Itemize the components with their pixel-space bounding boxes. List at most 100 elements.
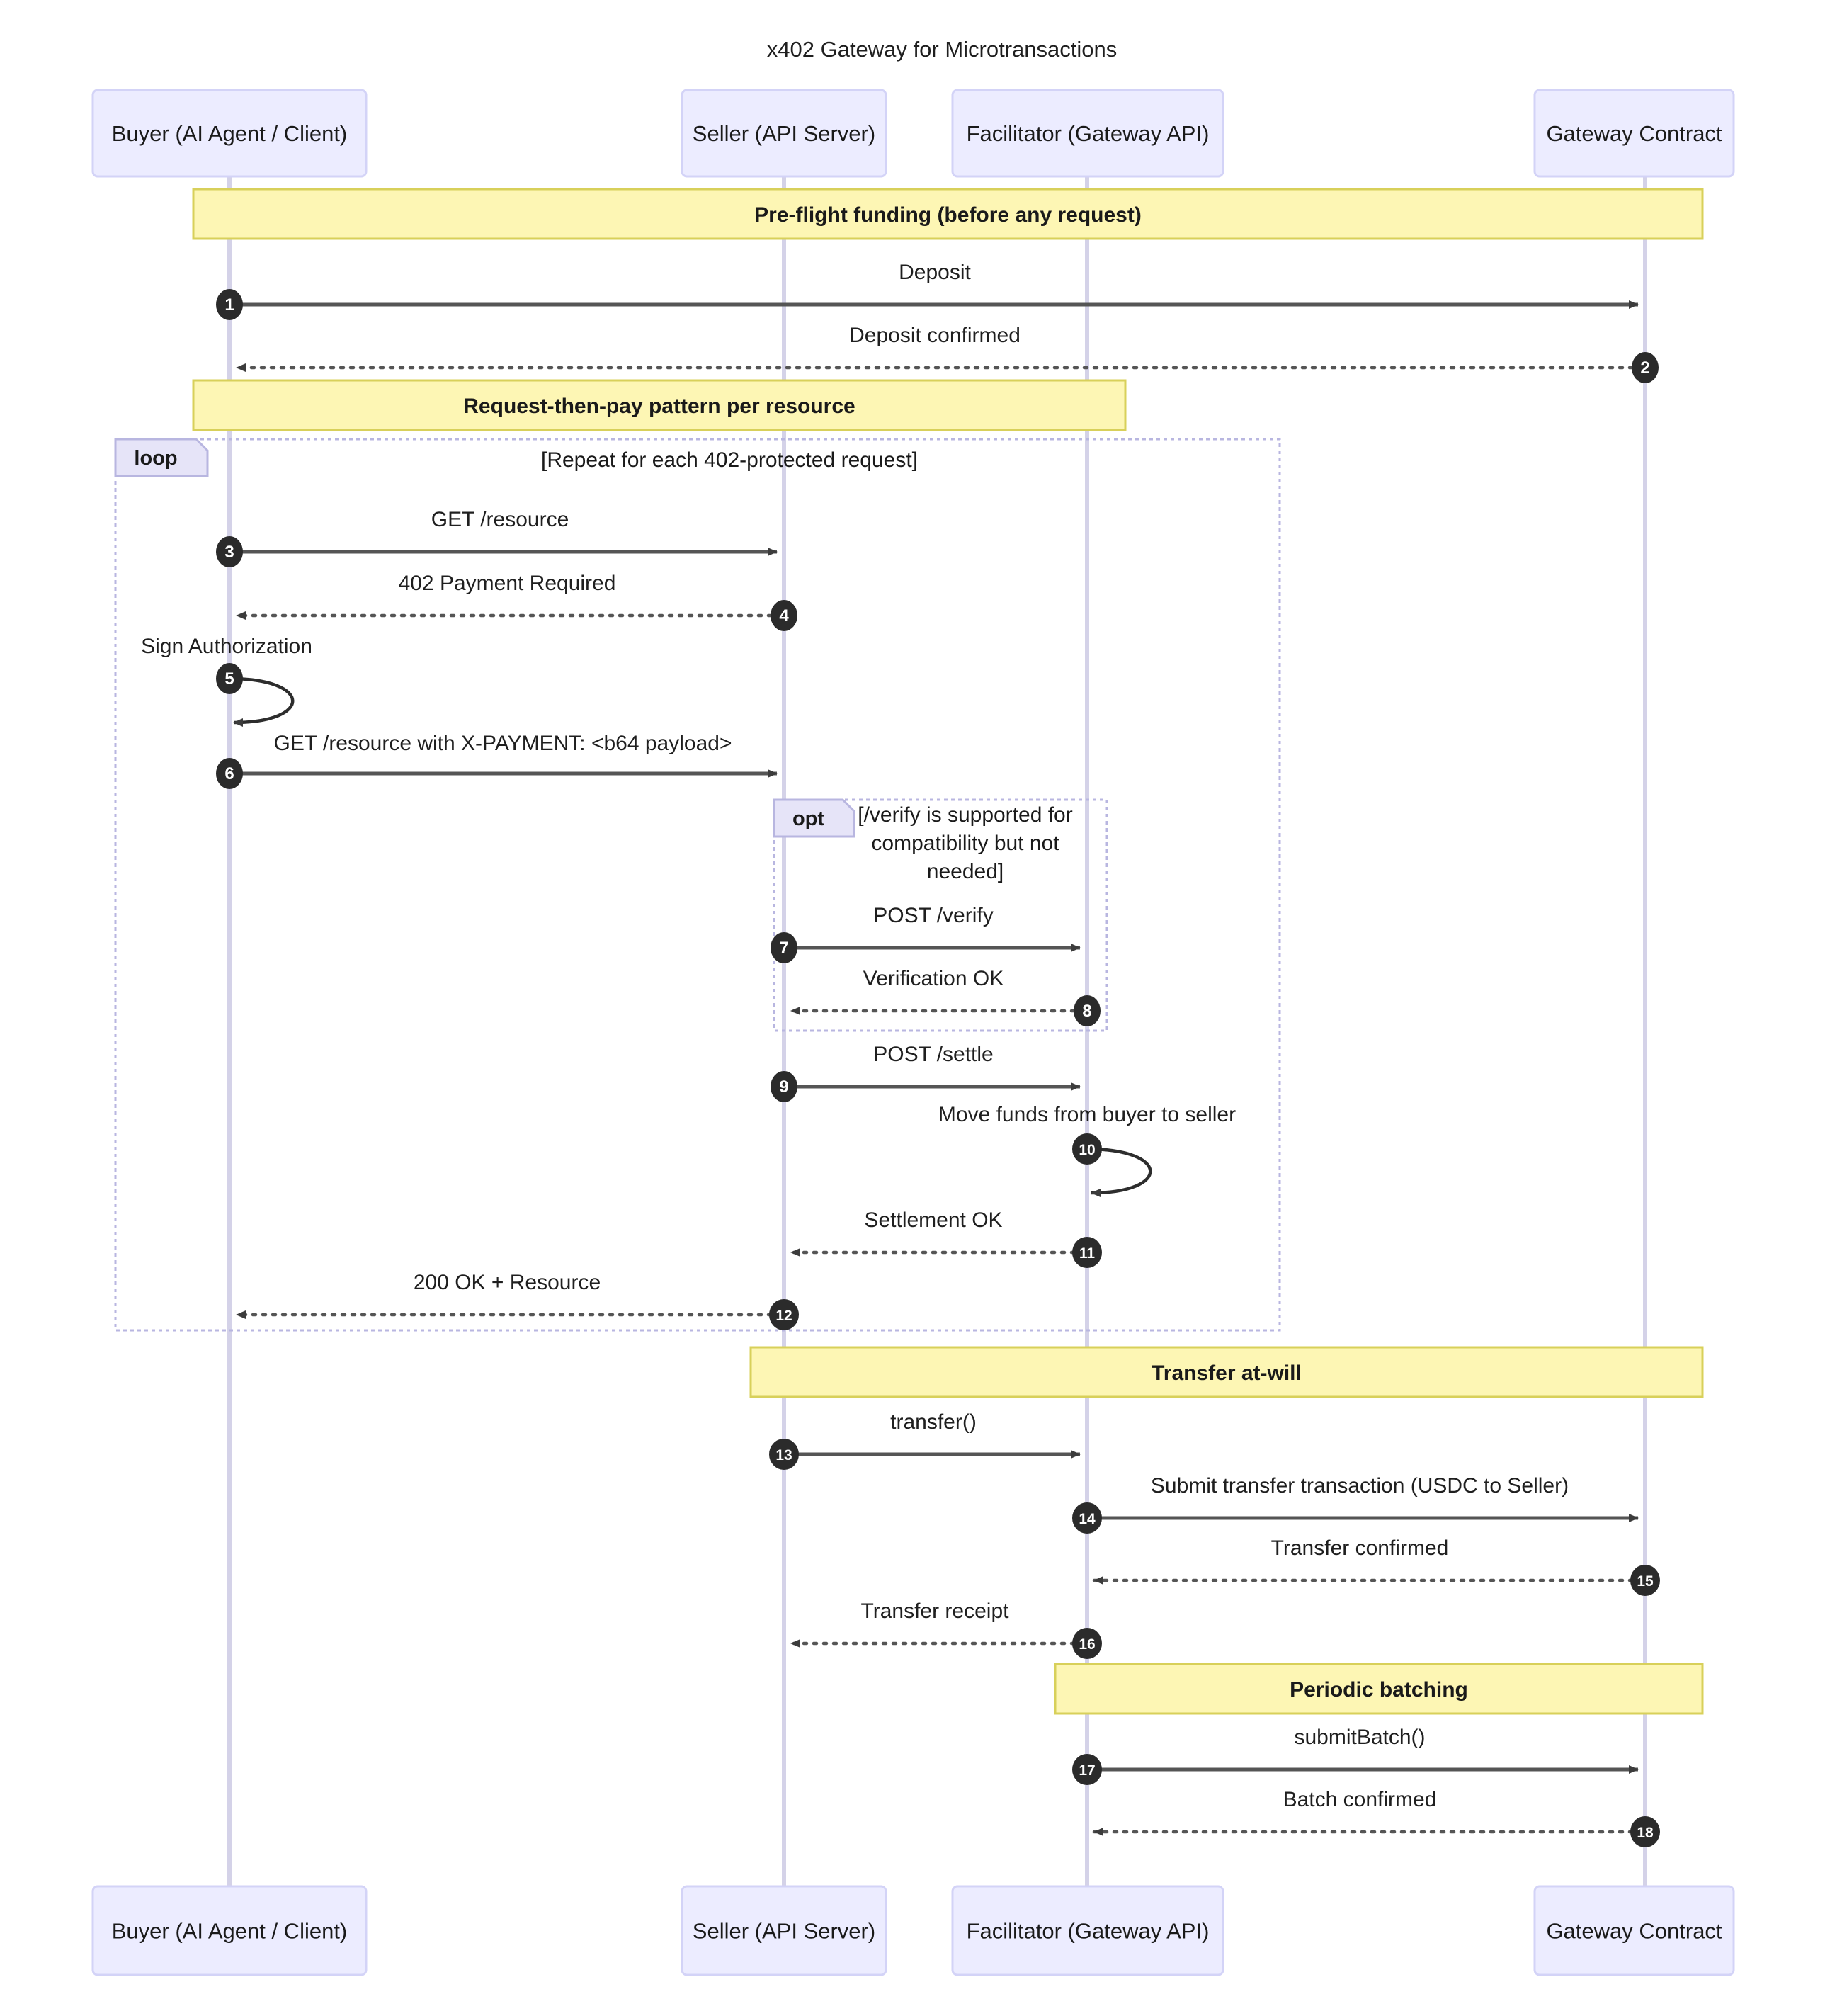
participant-box[interactable] xyxy=(951,1885,1224,1976)
message-self-arrow xyxy=(229,676,295,727)
message-1[interactable]: 1 Deposit xyxy=(216,261,1639,320)
sequence-badge xyxy=(1072,1237,1102,1268)
message-label: transfer() xyxy=(890,1410,977,1434)
message-label: GET /resource with X-PAYMENT: <b64 paylo… xyxy=(274,732,732,755)
message-label: Transfer receipt xyxy=(861,1599,1010,1623)
participant-box[interactable] xyxy=(681,1885,887,1976)
sequence-badge xyxy=(771,600,797,631)
participant-bottom-facilitator[interactable]: Facilitator (Gateway API) xyxy=(951,1885,1224,1976)
participant-label: Gateway Contract xyxy=(1546,1919,1722,1944)
sequence-number: 7 xyxy=(779,939,788,958)
fragment-condition-label: [/verify is supported for xyxy=(858,803,1072,827)
diagram-title: x402 Gateway for Microtransactions xyxy=(767,37,1118,62)
participant-box[interactable] xyxy=(91,89,368,178)
participant-top-buyer[interactable]: Buyer (AI Agent / Client) xyxy=(91,89,368,178)
participant-box[interactable] xyxy=(681,89,887,178)
sequence-number: 5 xyxy=(224,669,234,689)
message-14[interactable]: 14 Submit transfer transaction (USDC to S… xyxy=(1072,1474,1639,1534)
banner-rect xyxy=(192,188,1704,240)
participant-label: Gateway Contract xyxy=(1546,121,1722,146)
participant-label: Facilitator (Gateway API) xyxy=(967,1919,1210,1944)
banner-periodic-batching: Periodic batching xyxy=(1054,1663,1704,1715)
banner-label: Request-then-pay pattern per resource xyxy=(463,395,855,418)
sequence-badge xyxy=(1072,1502,1102,1534)
message-label: Submit transfer transaction (USDC to Sel… xyxy=(1151,1474,1569,1497)
sequence-number: 9 xyxy=(779,1077,788,1097)
banner-label: Transfer at-will xyxy=(1152,1361,1302,1385)
sequence-badge xyxy=(1072,1754,1102,1785)
message-16[interactable]: 16 Transfer receipt xyxy=(789,1599,1102,1659)
fragment-border xyxy=(114,438,1281,1332)
message-label: POST /verify xyxy=(873,904,993,927)
lifelines-group xyxy=(227,176,1647,1886)
participant-box[interactable] xyxy=(91,1885,368,1976)
fragments-group: loop[Repeat for each 402-protected reque… xyxy=(114,438,1281,1332)
banner-rect xyxy=(749,1346,1704,1398)
banner-label: Pre-flight funding (before any request) xyxy=(754,203,1142,227)
participant-label: Facilitator (Gateway API) xyxy=(967,121,1210,146)
sequence-badge xyxy=(216,758,243,789)
sequence-number: 4 xyxy=(779,606,789,625)
sequence-number: 13 xyxy=(775,1447,792,1463)
sequence-number: 17 xyxy=(1079,1762,1095,1779)
participant-top-gateway[interactable]: Gateway Contract xyxy=(1533,89,1735,178)
participant-bottom-seller[interactable]: Seller (API Server) xyxy=(681,1885,887,1976)
participant-label: Buyer (AI Agent / Client) xyxy=(112,121,348,146)
sequence-number: 2 xyxy=(1640,358,1649,378)
banner-request-then-pay: Request-then-pay pattern per resource xyxy=(192,379,1127,431)
participant-box[interactable] xyxy=(1533,1885,1735,1976)
message-7[interactable]: 7 POST /verify xyxy=(771,904,1081,963)
sequence-badge xyxy=(216,536,243,567)
sequence-badge xyxy=(1072,1133,1102,1165)
participant-box[interactable] xyxy=(1533,89,1735,178)
sequence-number: 16 xyxy=(1079,1636,1095,1653)
sequence-number: 15 xyxy=(1637,1573,1654,1590)
message-11[interactable]: 11 Settlement OK xyxy=(789,1208,1102,1268)
message-17[interactable]: 17 submitBatch() xyxy=(1072,1726,1639,1785)
message-label: Settlement OK xyxy=(864,1208,1002,1232)
message-label: submitBatch() xyxy=(1294,1726,1425,1749)
opt-fragment: opt[/verify is supported forcompatibilit… xyxy=(773,798,1108,1032)
banners-group: Pre-flight funding (before any request) R… xyxy=(192,188,1704,1715)
sequence-number: 18 xyxy=(1637,1825,1654,1841)
message-label: Move funds from buyer to seller xyxy=(938,1103,1236,1126)
banner-transfer-at-will: Transfer at-will xyxy=(749,1346,1704,1398)
participant-bottom-buyer[interactable]: Buyer (AI Agent / Client) xyxy=(91,1885,368,1976)
message-label: Transfer confirmed xyxy=(1271,1536,1449,1560)
participant-bottom-gateway[interactable]: Gateway Contract xyxy=(1533,1885,1735,1976)
banner-pre-flight-funding: Pre-flight funding (before any request) xyxy=(192,188,1704,240)
message-9[interactable]: 9 POST /settle xyxy=(771,1043,1081,1102)
participant-top-facilitator[interactable]: Facilitator (Gateway API) xyxy=(951,89,1224,178)
sequence-number: 12 xyxy=(775,1308,792,1324)
message-15[interactable]: 15 Transfer confirmed xyxy=(1092,1536,1660,1596)
sequence-number: 14 xyxy=(1079,1511,1096,1527)
sequence-number: 8 xyxy=(1082,1002,1091,1021)
participant-top-seller[interactable]: Seller (API Server) xyxy=(681,89,887,178)
message-label: Deposit xyxy=(899,261,971,284)
message-label: Sign Authorization xyxy=(141,635,312,658)
participants-top-group: Buyer (AI Agent / Client) Seller (API Ser… xyxy=(91,89,1735,178)
message-13[interactable]: 13 transfer() xyxy=(769,1410,1081,1470)
message-12[interactable]: 12 200 OK + Resource xyxy=(234,1271,799,1330)
banner-label: Periodic batching xyxy=(1290,1678,1468,1701)
sequence-number: 1 xyxy=(224,295,234,315)
fragment-keyword-tag xyxy=(773,798,855,838)
sequence-number: 3 xyxy=(224,543,234,562)
participant-box[interactable] xyxy=(951,89,1224,178)
fragment-keyword-label: opt xyxy=(792,808,824,830)
message-5[interactable]: 5 Sign Authorization xyxy=(141,635,312,727)
message-label: 200 OK + Resource xyxy=(414,1271,601,1294)
fragment-keyword-tag xyxy=(114,438,209,477)
sequence-number: 11 xyxy=(1079,1245,1096,1262)
message-label: POST /settle xyxy=(873,1043,994,1066)
